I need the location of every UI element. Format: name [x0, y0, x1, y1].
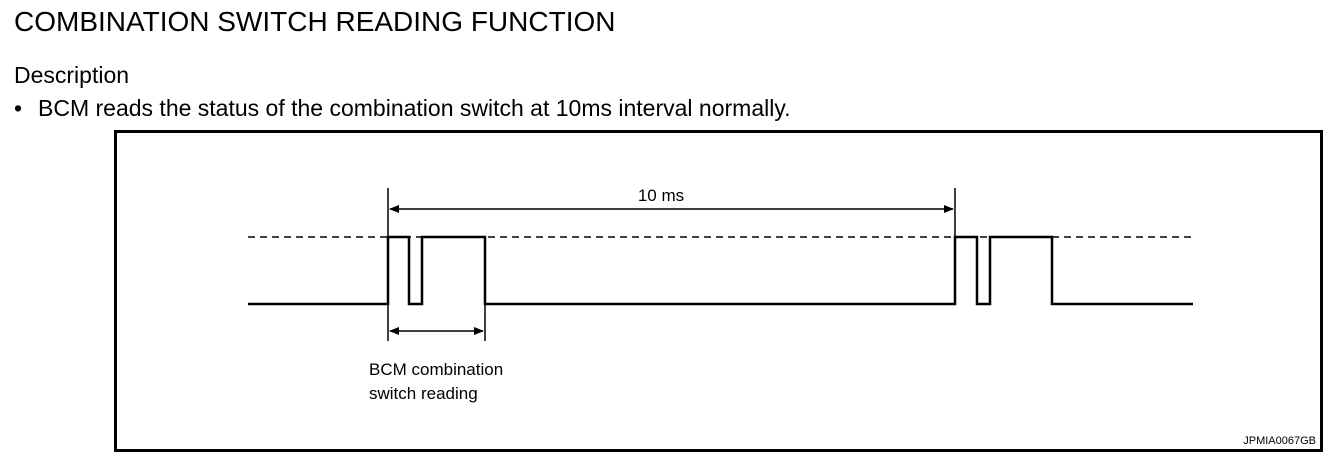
reading-label-line2: switch reading [369, 384, 478, 403]
page-title: COMBINATION SWITCH READING FUNCTION [14, 6, 616, 37]
section-heading: Description [14, 62, 130, 88]
reading-label-line1: BCM combination [369, 360, 503, 379]
signal-waveform [248, 235, 1193, 306]
figure-id: JPMIA0067GB [1243, 435, 1316, 447]
bullet-marker: • [14, 95, 23, 121]
timing-diagram: 10 ms BCM combination switch reading [248, 186, 1193, 403]
interval-label: 10 ms [638, 186, 684, 205]
bullet-item: • BCM reads the status of the combination… [14, 95, 791, 122]
bullet-text: BCM reads the status of the combination … [38, 95, 791, 121]
timing-diagram-frame: 10 ms BCM combination switch reading JPM… [114, 130, 1323, 452]
